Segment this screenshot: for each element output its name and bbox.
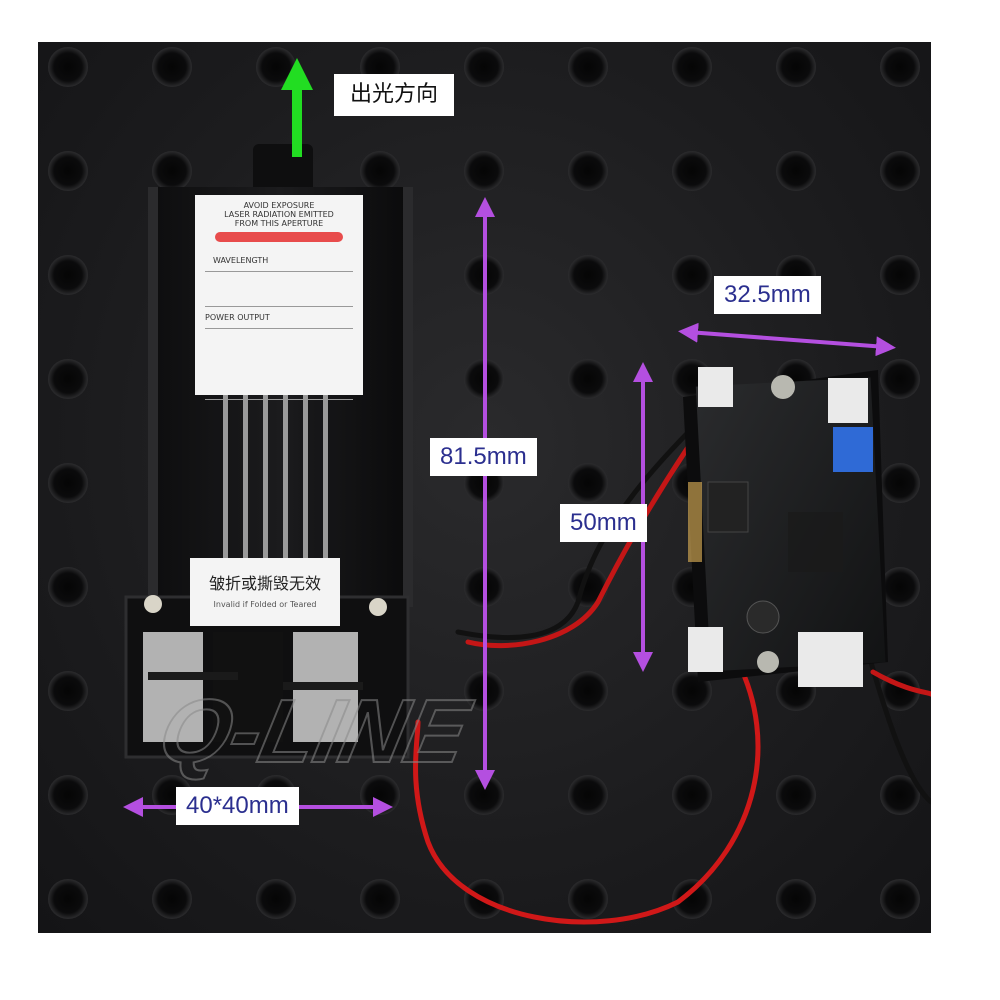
sticker-grid-2 (205, 328, 353, 400)
breadboard-hole (672, 255, 712, 295)
wires (413, 384, 931, 925)
breadboard-hole (568, 359, 608, 399)
label-driver-height: 50mm (560, 504, 647, 543)
label-driver-width: 32.5mm (714, 276, 821, 315)
breadboard-hole (776, 47, 816, 87)
sticker-warning-line2: LASER RADIATION EMITTED (224, 210, 334, 219)
label-base-size: 40*40mm (176, 787, 299, 826)
breadboard-hole (48, 463, 88, 503)
sticker-grid-1 (205, 271, 353, 307)
label-laser-height: 81.5mm (430, 438, 537, 477)
breadboard-hole (152, 151, 192, 191)
breadboard-hole (152, 47, 192, 87)
breadboard-hole (880, 359, 920, 399)
breadboard-hole (48, 879, 88, 919)
caution-en: Invalid if Folded or Teared (213, 600, 317, 609)
breadboard-hole (776, 879, 816, 919)
breadboard-hole (776, 151, 816, 191)
breadboard-holes (48, 47, 920, 919)
breadboard-hole (880, 151, 920, 191)
breadboard-hole (48, 359, 88, 399)
breadboard-hole (880, 879, 920, 919)
emission-arrow (281, 58, 313, 157)
sticker-wavelength: WAVELENGTH (213, 256, 269, 265)
breadboard-hole (880, 463, 920, 503)
breadboard-hole (672, 775, 712, 815)
breadboard-hole (464, 775, 504, 815)
warning-sticker: AVOID EXPOSURE LASER RADIATION EMITTED F… (195, 195, 363, 400)
breadboard-hole (360, 151, 400, 191)
breadboard-hole (48, 671, 88, 711)
product-photo: Q-LINE AVOID EXPOSURE LASER RADIATION EM… (38, 42, 931, 933)
breadboard-hole (48, 47, 88, 87)
breadboard-hole (256, 47, 296, 87)
breadboard-hole (48, 567, 88, 607)
breadboard-hole (672, 879, 712, 919)
sticker-power-output: POWER OUTPUT (205, 313, 270, 322)
caution-sticker: 皱折或撕毁无效 Invalid if Folded or Teared (190, 558, 340, 626)
breadboard-hole (464, 47, 504, 87)
breadboard-hole (672, 47, 712, 87)
breadboard-hole (568, 463, 608, 503)
breadboard-hole (256, 879, 296, 919)
label-emission-direction: 出光方向 (334, 74, 455, 117)
breadboard-hole (568, 47, 608, 87)
breadboard-hole (568, 775, 608, 815)
sticker-brand-band (215, 232, 343, 242)
breadboard-hole (776, 775, 816, 815)
watermark: Q-LINE (151, 682, 479, 782)
breadboard-hole (464, 151, 504, 191)
breadboard-hole (672, 151, 712, 191)
breadboard-hole (880, 775, 920, 815)
breadboard-hole (48, 775, 88, 815)
breadboard-hole (568, 879, 608, 919)
breadboard-hole (568, 671, 608, 711)
breadboard-hole (568, 151, 608, 191)
breadboard-hole (48, 255, 88, 295)
breadboard-hole (360, 879, 400, 919)
breadboard-hole (568, 255, 608, 295)
breadboard-hole (880, 567, 920, 607)
caution-cn: 皱折或撕毁无效 (208, 574, 321, 593)
sticker-warning-line3: FROM THIS APERTURE (234, 219, 324, 228)
photo-scene: Q-LINE (48, 47, 931, 925)
breadboard-hole (880, 255, 920, 295)
breadboard-hole (48, 151, 88, 191)
driver-board (683, 367, 888, 687)
breadboard-hole (880, 47, 920, 87)
sticker-warning-top: AVOID EXPOSURE (243, 201, 315, 210)
breadboard-hole (152, 879, 192, 919)
